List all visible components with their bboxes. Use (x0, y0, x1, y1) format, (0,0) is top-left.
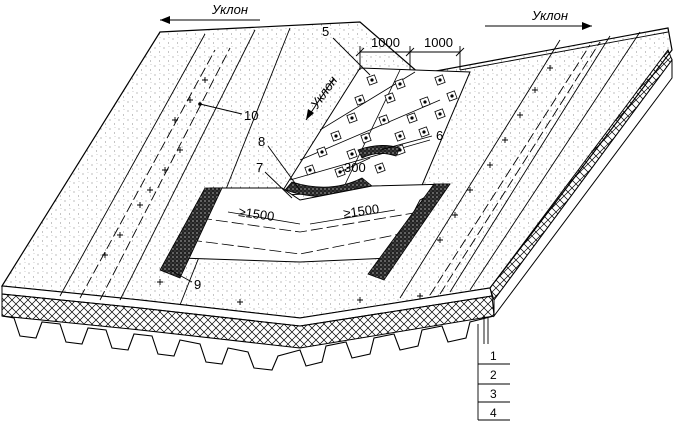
callout-9: 9 (169, 269, 201, 292)
fastener-dot (438, 112, 442, 116)
callout-6: 6 (379, 128, 443, 151)
plus-mark (202, 77, 208, 83)
svg-text:9: 9 (194, 277, 201, 292)
plus-mark (162, 167, 168, 173)
plus-mark (417, 293, 423, 299)
callout-7: 7 (256, 160, 293, 199)
legend-item-2: 2 (490, 368, 497, 382)
plus-mark (157, 279, 163, 285)
plus-mark (137, 202, 143, 208)
callout-8: 8 (258, 134, 301, 191)
fastener-dot (382, 118, 386, 122)
fastener-dot (350, 116, 354, 120)
svg-text:7: 7 (256, 160, 263, 175)
fastener-dot (358, 98, 362, 102)
dimension-top (355, 46, 465, 70)
callout-10: 10 (198, 102, 258, 123)
callout-5: 5 (322, 24, 371, 76)
svg-text:5: 5 (322, 24, 329, 39)
slope-label-left: Уклон (211, 2, 248, 17)
plus-mark (102, 252, 108, 258)
svg-text:10: 10 (244, 108, 258, 123)
plus-mark (517, 112, 523, 118)
fastener-dot (334, 134, 338, 138)
dimension-overlap (339, 157, 371, 173)
fastener-marks (102, 65, 553, 305)
legend-item-1: 1 (490, 349, 497, 363)
layer-legend: 1 2 3 4 (477, 316, 510, 421)
fastener-dot (398, 134, 402, 138)
svg-text:8: 8 (258, 134, 265, 149)
plus-mark (532, 87, 538, 93)
plus-mark (487, 162, 493, 168)
svg-text:6: 6 (436, 128, 443, 143)
slope-label-right: Уклон (531, 8, 568, 23)
plus-mark (547, 65, 553, 71)
fastener-dot (398, 82, 402, 86)
plus-mark (452, 212, 458, 218)
fastener-dot (423, 100, 427, 104)
plus-mark (357, 297, 363, 303)
side-strips (159, 183, 451, 281)
fastener-dot (450, 94, 454, 98)
fastener-dot (364, 136, 368, 140)
roof-section (1, 48, 673, 371)
fastener-dot (350, 152, 354, 156)
legend-item-4: 4 (490, 406, 497, 420)
slope-arrow-right: Уклон (485, 8, 592, 30)
fastener-dot (308, 168, 312, 172)
plus-mark (172, 117, 178, 123)
dimension-width-a: 1000 (371, 35, 400, 50)
dimension-dist-left: ≥1500 (238, 204, 276, 224)
corrugated-deck (1, 315, 495, 371)
legend-item-3: 3 (490, 387, 497, 401)
fastener-dot (388, 96, 392, 100)
dimension-1500 (227, 209, 396, 225)
leader-top-right (459, 31, 669, 71)
fastener-dot (410, 116, 414, 120)
plus-mark (437, 237, 443, 243)
plus-mark (237, 299, 243, 305)
fastener-dot (320, 150, 324, 154)
dashed-lines (79, 41, 601, 301)
dimension-dist-right: ≥1500 (342, 201, 380, 221)
fastener-dot (378, 166, 382, 170)
plus-mark (467, 187, 473, 193)
plus-mark (187, 97, 193, 103)
plus-mark (177, 147, 183, 153)
fastener-dot (438, 78, 442, 82)
fastener-dot (370, 78, 374, 82)
slope-arrow-left: Уклон (160, 2, 260, 24)
dimension-width-b: 1000 (424, 35, 453, 50)
plus-mark (117, 232, 123, 238)
plus-mark (502, 137, 508, 143)
fastener-dot (422, 130, 426, 134)
plus-mark (147, 187, 153, 193)
dimension-overlap-label: 300 (344, 160, 366, 175)
